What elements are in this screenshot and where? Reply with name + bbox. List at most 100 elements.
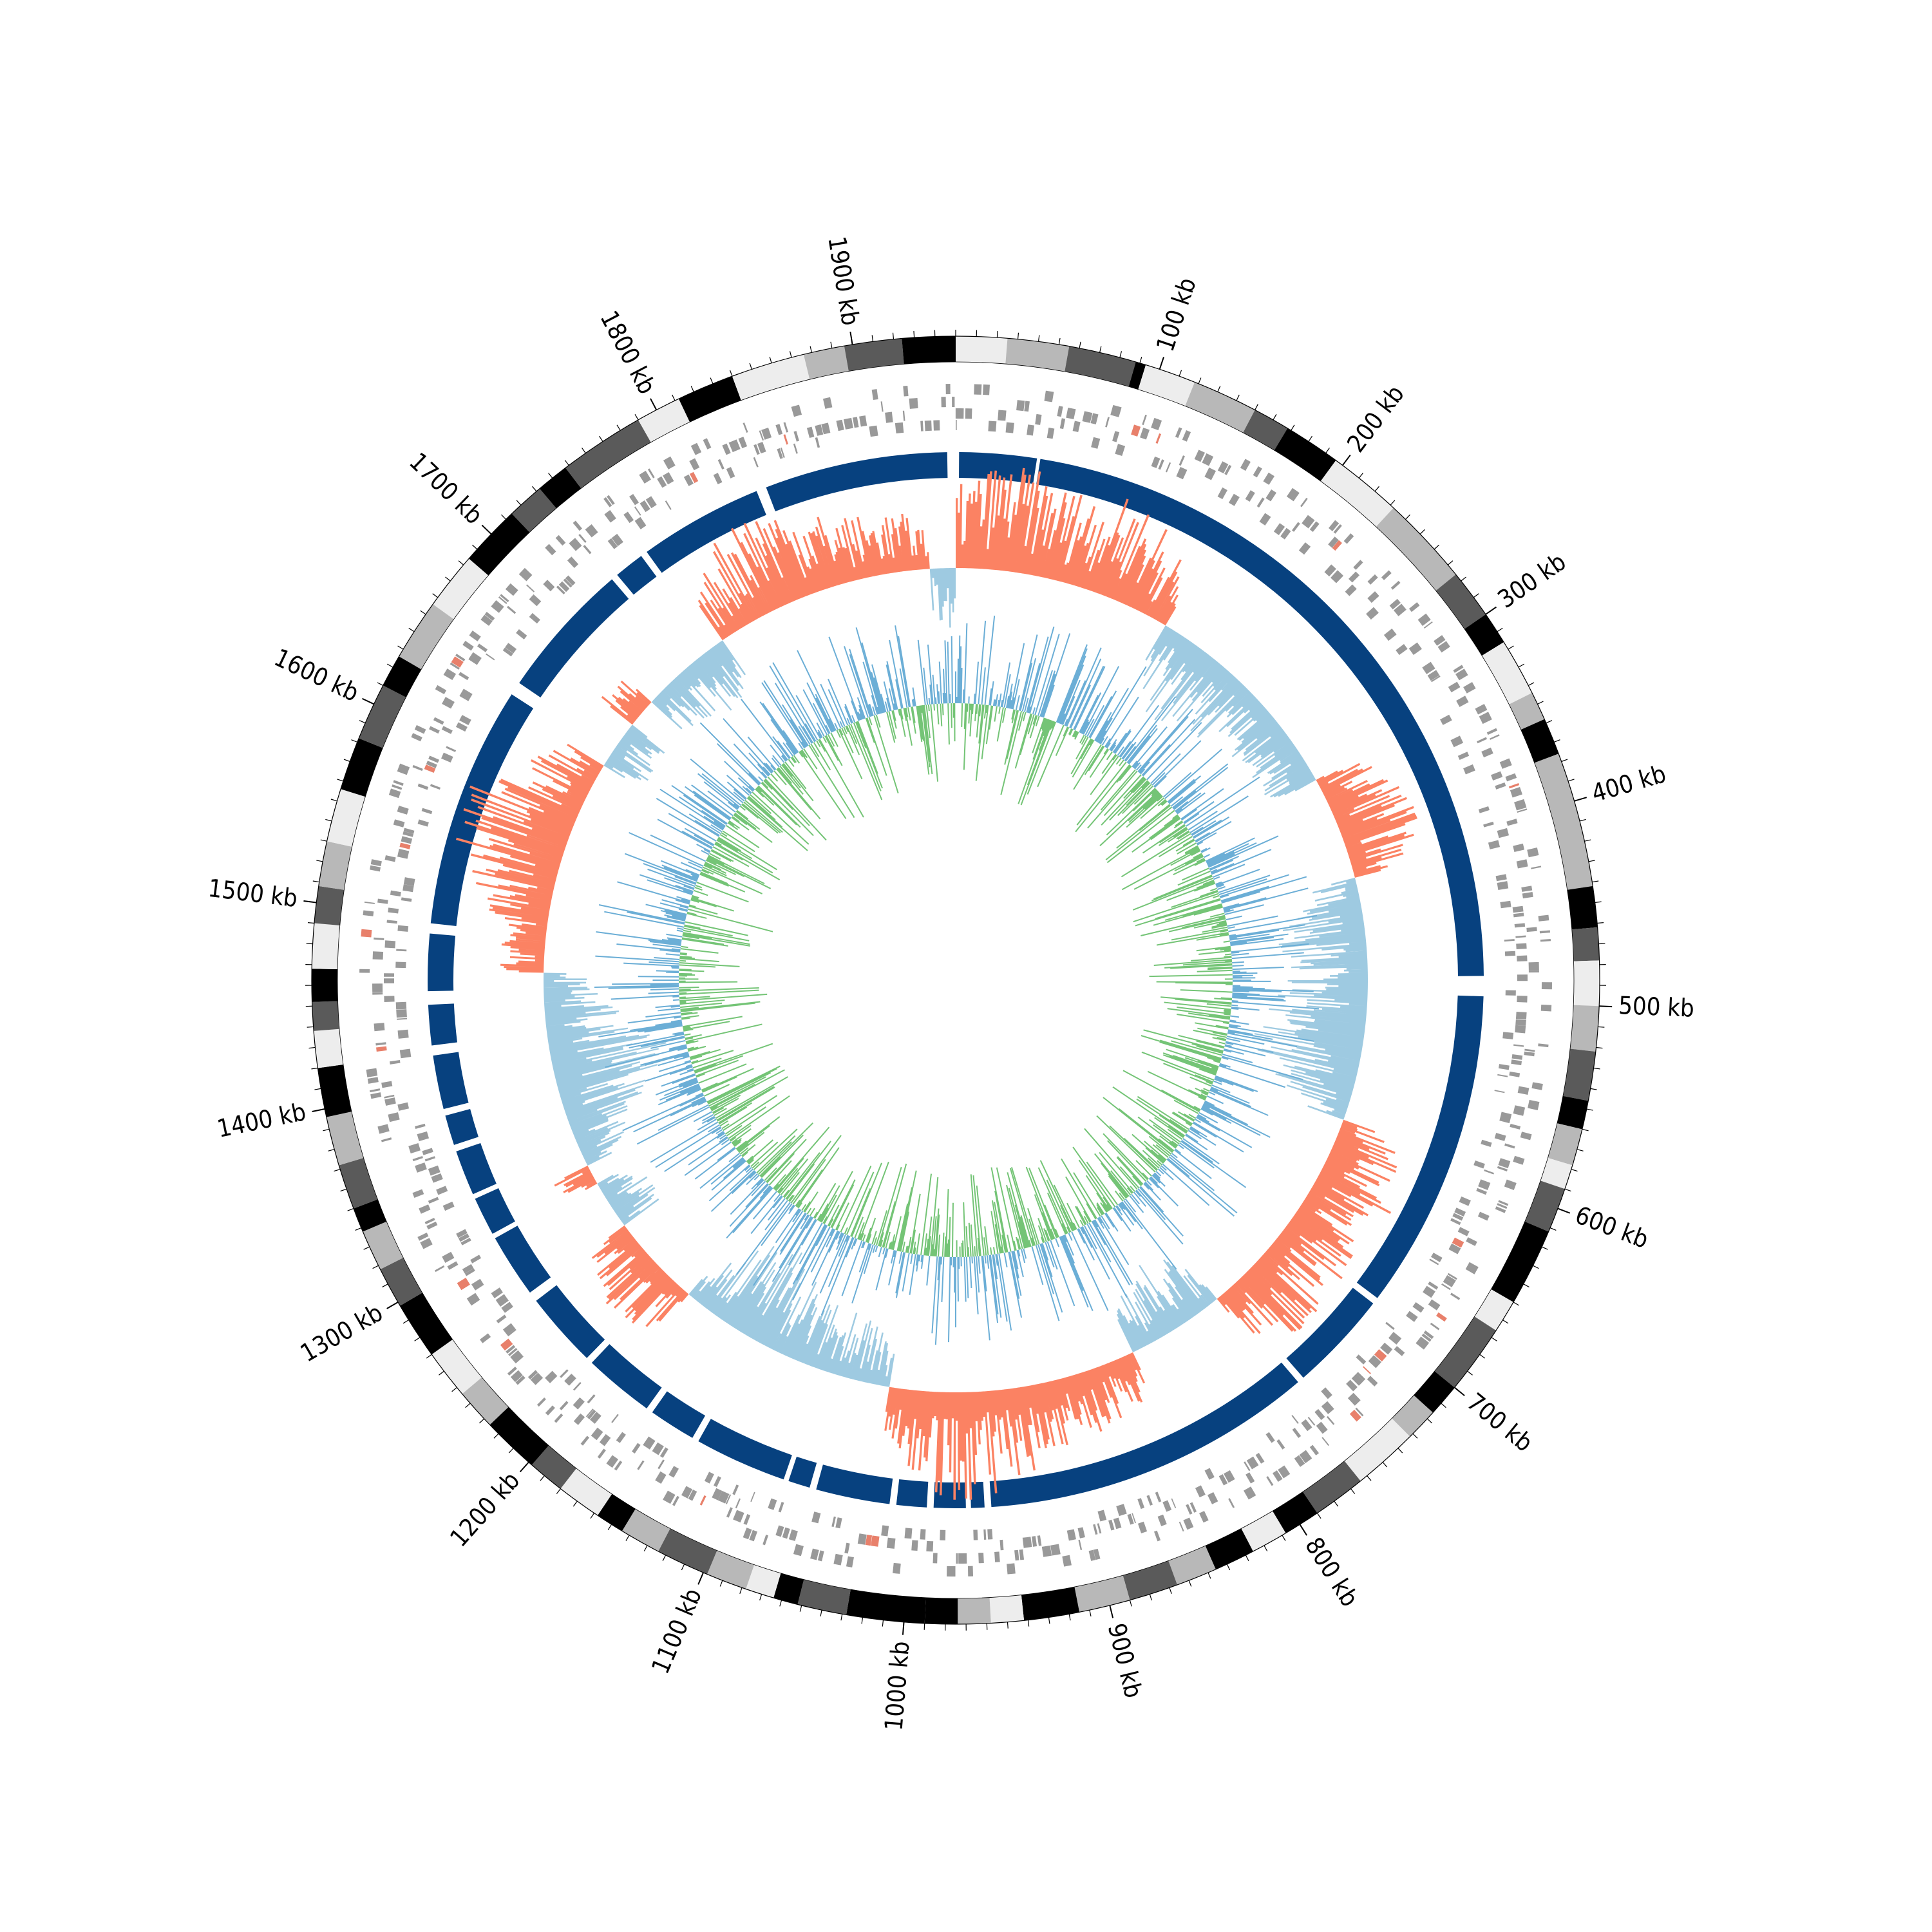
major-tick <box>312 1108 325 1113</box>
minor-tick <box>1586 1108 1593 1111</box>
band-segment <box>312 969 338 1002</box>
band-segment <box>1320 460 1394 527</box>
band-segment <box>638 399 690 442</box>
band-segment <box>1005 338 1070 372</box>
minor-tick <box>1119 351 1122 358</box>
tick-label: 1500 kb <box>207 874 299 913</box>
band-segment <box>732 354 810 401</box>
minor-tick <box>426 1354 432 1359</box>
band-segment <box>1376 507 1456 591</box>
major-tick <box>1299 1524 1308 1536</box>
band-segment <box>846 1589 926 1624</box>
core-block <box>591 1344 662 1408</box>
band-segment <box>958 1597 991 1624</box>
core-block <box>519 579 629 698</box>
core-block <box>766 452 948 512</box>
band-segment <box>383 656 422 697</box>
band-segment <box>1414 1371 1455 1413</box>
minor-tick <box>710 377 714 384</box>
minor-tick <box>1308 435 1312 442</box>
tick-label: 1700 kb <box>404 447 488 529</box>
minor-tick <box>334 1169 341 1172</box>
band-segment <box>462 1377 509 1425</box>
band-segment <box>1434 1316 1497 1388</box>
minor-tick <box>479 1418 485 1424</box>
major-tick <box>1159 357 1164 370</box>
band-segment <box>431 1340 482 1394</box>
band-segment <box>1274 428 1336 482</box>
minor-tick <box>1149 1594 1152 1601</box>
minor-tick <box>1273 413 1277 421</box>
band-segment <box>1435 574 1486 629</box>
core-block <box>933 1482 966 1509</box>
minor-tick <box>690 386 694 392</box>
minor-tick <box>749 363 752 370</box>
minor-tick <box>408 627 415 632</box>
minor-tick <box>662 1555 667 1562</box>
minor-tick <box>465 1403 471 1408</box>
major-tick <box>386 1302 399 1309</box>
minor-tick <box>382 1283 388 1288</box>
minor-tick <box>1188 1580 1192 1587</box>
minor-tick <box>1497 627 1503 632</box>
tick-label: 1300 kb <box>296 1298 388 1368</box>
minor-tick <box>625 1535 630 1541</box>
minor-tick <box>1508 645 1514 650</box>
minor-tick <box>337 779 344 782</box>
minor-tick <box>789 351 792 358</box>
band-segment <box>924 1597 958 1624</box>
core-block <box>536 1285 605 1358</box>
core-block <box>652 1391 706 1438</box>
minor-tick <box>1426 1418 1432 1424</box>
minor-tick <box>1533 1265 1539 1269</box>
band-segment <box>539 468 582 509</box>
minor-tick <box>759 1594 762 1601</box>
minor-tick <box>681 1564 685 1571</box>
minor-tick <box>548 473 553 478</box>
band-segment <box>511 488 556 533</box>
band-segment <box>1302 1461 1361 1513</box>
minor-tick <box>779 1600 782 1607</box>
minor-tick <box>1058 337 1061 345</box>
major-tick <box>481 524 492 535</box>
minor-tick <box>719 1580 723 1587</box>
band-segment <box>1185 382 1255 433</box>
minor-tick <box>1419 529 1425 535</box>
tick-label: 1200 kb <box>444 1466 525 1552</box>
minor-tick <box>372 1265 379 1269</box>
minor-tick <box>1405 514 1410 520</box>
band-segment <box>1474 1289 1514 1331</box>
band-segment <box>844 338 904 372</box>
minor-tick <box>377 682 384 686</box>
core-block-ring <box>428 452 1484 1509</box>
minor-tick <box>882 1620 884 1627</box>
minor-tick <box>1564 1188 1571 1192</box>
band-segment <box>803 346 849 380</box>
minor-tick <box>1139 356 1142 363</box>
minor-tick <box>1245 1555 1249 1562</box>
minor-tick <box>1367 1475 1372 1481</box>
minor-tick <box>1541 1246 1548 1250</box>
band-segment <box>1205 1528 1253 1569</box>
tick-label: 1000 kb <box>879 1640 914 1732</box>
minor-tick <box>1598 943 1605 945</box>
minor-tick <box>1325 448 1330 453</box>
minor-tick <box>769 356 772 363</box>
gc-content-below <box>678 703 1233 1258</box>
minor-tick <box>472 544 478 550</box>
minor-tick <box>1588 860 1595 862</box>
core-block <box>445 1109 478 1145</box>
outer-band-ring <box>311 336 1600 1625</box>
minor-tick <box>1461 576 1466 582</box>
band-segment <box>326 1112 364 1166</box>
band-segment <box>339 1157 378 1209</box>
band-segment <box>621 1509 670 1551</box>
minor-tick <box>1523 1283 1530 1288</box>
minor-tick <box>330 799 337 802</box>
minor-tick <box>1447 560 1454 565</box>
minor-tick <box>582 448 586 453</box>
tick-label: 200 kb <box>1341 380 1410 457</box>
minor-tick <box>1068 1614 1071 1621</box>
core-block <box>989 1362 1298 1508</box>
band-segment <box>746 1564 781 1598</box>
